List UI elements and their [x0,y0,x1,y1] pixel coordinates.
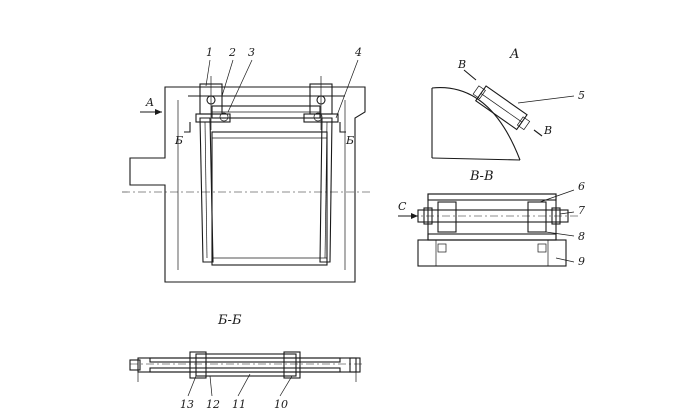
view-a-marker: A [145,96,154,109]
label-5: 5 [578,89,585,102]
view-a [431,69,575,161]
section-v-top: В [457,58,466,71]
label-1: 1 [206,46,213,59]
label-4: 4 [354,46,362,59]
label-7: 7 [578,204,585,217]
section-vv-title: В-В [469,169,494,184]
section-v-bottom: В [543,124,552,137]
view-c-marker: С [398,200,407,213]
label-2: 2 [228,46,236,59]
main-view [122,59,372,283]
label-10: 10 [274,398,288,411]
label-3: 3 [248,46,255,59]
section-vv [398,189,578,267]
section-b-left: Б [174,134,183,147]
label-11: 11 [232,398,246,411]
section-bb [129,351,362,397]
label-8: 8 [578,230,585,243]
section-bb-title: Б-Б [217,313,242,328]
label-13: 13 [180,398,194,411]
label-9: 9 [578,255,585,268]
label-6: 6 [578,180,585,193]
label-12: 12 [206,398,220,411]
view-a-title: A [509,47,519,62]
section-b-right: Б [345,134,354,147]
